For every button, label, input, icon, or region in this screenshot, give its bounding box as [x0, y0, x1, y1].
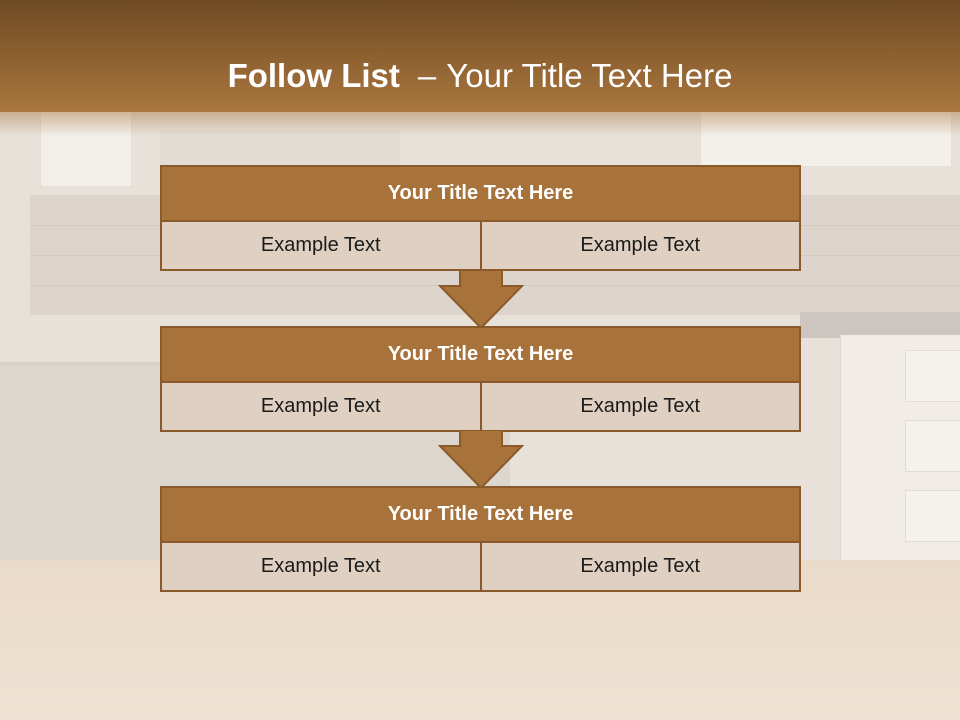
block-row: Example Text Example Text: [160, 383, 801, 432]
block-title: Your Title Text Here: [160, 165, 801, 222]
flow-block-2: Your Title Text Here Example Text Exampl…: [160, 326, 801, 432]
example-cell: Example Text: [160, 543, 482, 592]
flow-block-1: Your Title Text Here Example Text Exampl…: [160, 165, 801, 271]
range-hood: [160, 130, 400, 170]
block-row: Example Text Example Text: [160, 222, 801, 271]
block-row: Example Text Example Text: [160, 543, 801, 592]
down-arrow-icon: [438, 270, 524, 330]
example-cell: Example Text: [479, 543, 801, 592]
header-band: [0, 0, 960, 112]
countertop: [800, 312, 960, 338]
title-rest: Your Title Text Here: [446, 57, 733, 94]
example-cell: Example Text: [160, 383, 482, 432]
header-fade: [0, 108, 960, 136]
drawer: [905, 490, 960, 542]
flow-block-3: Your Title Text Here Example Text Exampl…: [160, 486, 801, 592]
drawer: [905, 420, 960, 472]
example-cell: Example Text: [479, 222, 801, 271]
slide-title: Follow List–Your Title Text Here: [0, 52, 960, 100]
example-cell: Example Text: [160, 222, 482, 271]
example-cell: Example Text: [479, 383, 801, 432]
down-arrow-icon: [438, 430, 524, 490]
drawer: [905, 350, 960, 402]
block-title: Your Title Text Here: [160, 486, 801, 543]
title-separator: –: [417, 57, 437, 94]
block-title: Your Title Text Here: [160, 326, 801, 383]
title-bold: Follow List: [227, 57, 400, 94]
